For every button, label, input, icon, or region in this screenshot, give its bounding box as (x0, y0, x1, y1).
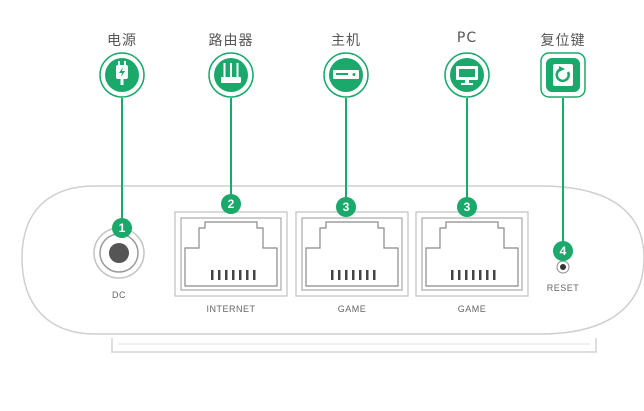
label-pc: PC (456, 30, 478, 46)
label-reset: 复位键 (540, 33, 586, 49)
port-label-game-2: GAME (457, 304, 487, 314)
label-console: 主机 (331, 33, 361, 49)
port-label-reset: RESET (546, 283, 580, 293)
power-plug-icon (99, 52, 145, 98)
ethernet-port-internet (174, 211, 288, 297)
reset-pinhole (556, 260, 570, 274)
badge-internet: 2 (227, 197, 235, 211)
game-console-icon (323, 52, 369, 98)
number-badges (112, 194, 573, 261)
badge-reset: 4 (559, 244, 567, 258)
badge-game-1: 3 (342, 200, 350, 214)
badge-game-2: 3 (463, 200, 471, 214)
ethernet-port-game-2 (415, 211, 529, 297)
port-label-game-1: GAME (337, 304, 367, 314)
ethernet-port-game-1 (295, 211, 409, 297)
port-label-dc: DC (112, 290, 126, 300)
router-icon (208, 52, 254, 98)
reset-icon (540, 52, 586, 98)
label-router: 路由器 (208, 33, 254, 49)
connector-lines (121, 98, 564, 246)
label-power: 电源 (107, 33, 137, 49)
badge-dc: 1 (118, 221, 126, 235)
monitor-icon (444, 52, 490, 98)
port-label-internet: INTERNET (206, 304, 256, 314)
